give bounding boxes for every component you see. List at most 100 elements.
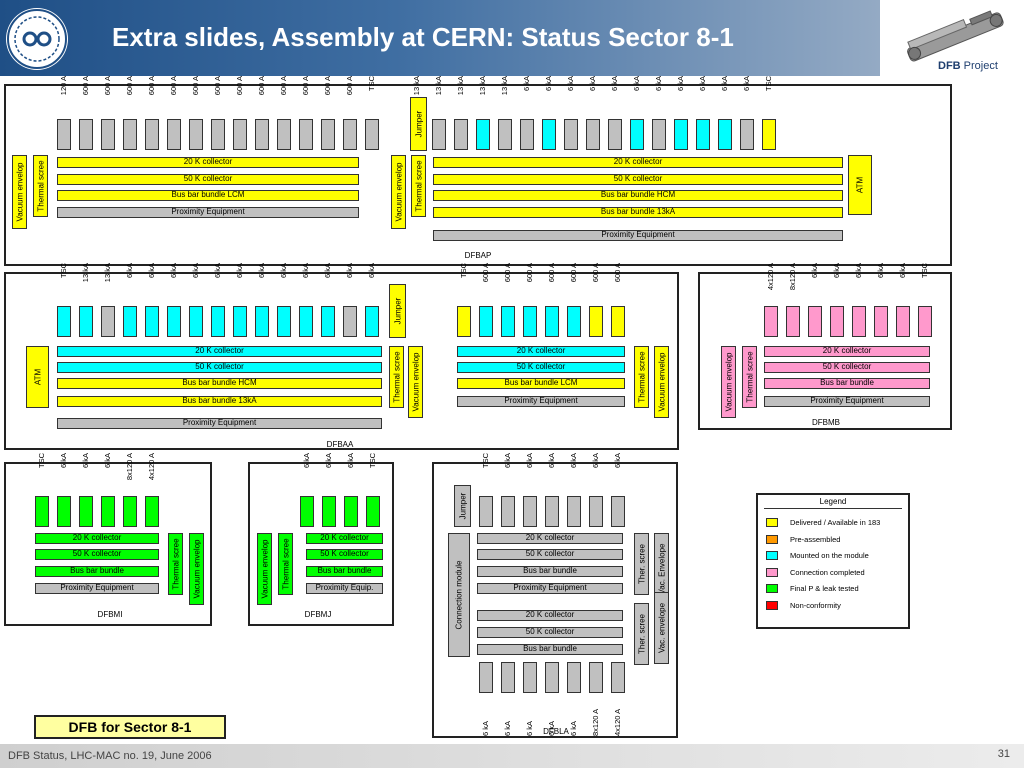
connector-box [762,119,776,150]
connector-box [145,306,159,337]
vertical-component: Thermal scree [278,533,293,595]
connector-label: 600 A [125,76,134,96]
connector-box [123,496,137,527]
connector-box [79,119,93,150]
connector-box [79,496,93,527]
vertical-component-label: Thermal scree [392,351,401,403]
legend-label: Pre-assembled [790,534,841,544]
connector-label: 6 kA [345,263,354,279]
connector-box [299,119,313,150]
connector-box [852,306,866,337]
connector-label: 8x120 A [591,708,600,736]
collector-bar: Bus bar bundle LCM [57,190,359,201]
vertical-component-label: ATM [855,176,865,194]
connector-label: 6 kA [544,76,553,92]
connector-box [432,119,446,150]
collector-bar: 50 K collector [477,549,623,560]
collector-bar: 20 K collector [477,533,623,544]
collector-bar: Proximity Equipment [764,396,930,407]
panel-name: DFBMI [97,610,123,619]
legend-swatch [766,518,778,527]
connector-label: 600 A [103,76,112,96]
vertical-component: Jumper [454,485,471,527]
connector-label: 6 kA [854,263,863,279]
vertical-component-label: Jumper [458,492,467,520]
panel-name: DFBAA [326,440,354,449]
connector-label: 6 kA [103,453,112,469]
vertical-component: Vacuum envelop [12,155,27,229]
connector-box [611,662,625,693]
collector-bar: Proximity Equipment [457,396,625,407]
connector-box [520,119,534,150]
connector-box [233,306,247,337]
vertical-component: Vac. envelope [654,592,669,664]
dfb-cryostat-image-icon [895,6,1015,66]
connector-box [321,306,335,337]
collector-bar: Proximity Equipment [57,418,382,429]
legend-swatch [766,600,778,610]
connector-label: 6 kA [569,453,578,469]
connector-box [299,306,313,337]
connector-label: 6 kA [832,263,841,279]
connector-box [764,306,778,337]
connector-label: 13 kA [456,76,465,96]
vertical-component-label: Vacuum envelop [260,539,269,599]
connector-box [586,119,600,150]
connector-box [630,119,644,150]
connector-label: 13 kA [81,263,90,283]
vertical-component: Ther. scree [634,603,649,665]
connector-label: 4x120 A [147,453,156,481]
vertical-component: Jumper [410,97,427,151]
collector-bar: 50 K collector [35,549,159,560]
connector-label: 6 kA [698,76,707,92]
connector-label: 6 kA [59,453,68,469]
connector-label: 600 A [503,263,512,283]
dfb-project-caption: DFB Project [938,60,998,72]
collector-bar: 20 K collector [57,346,382,357]
legend-label: Non-conformity [790,600,841,610]
connector-label: 13 kA [478,76,487,96]
connector-label: 6 kA [503,720,512,736]
connector-box [545,662,559,693]
collector-bar: 20 K collector [35,533,159,544]
connector-label: 13 kA [434,76,443,96]
slide-title: Extra slides, Assembly at CERN: Status S… [112,22,734,52]
collector-bar: Bus bar bundle [477,644,623,655]
connector-box [567,306,581,337]
connector-label: TSC [920,263,929,278]
vertical-component: Connection module [448,533,470,657]
connector-label: 6 kA [566,76,575,92]
connector-label: 6 kA [898,263,907,279]
vertical-component: ATM [848,155,872,215]
connector-label: 6 kA [632,76,641,92]
connector-box [523,306,537,337]
vertical-component: Thermal scree [634,346,649,408]
connector-box [277,119,291,150]
connector-box [501,662,515,693]
legend-label: Final P & leak tested [790,584,859,593]
connector-box [476,119,490,150]
connector-label: 6 kA [191,263,200,279]
page-number: 31 [997,748,1010,760]
vertical-component-label: Vac. Envelope [657,543,666,595]
vertical-component: Vacuum envelop [391,155,406,229]
vertical-component-label: Thermal scree [36,160,45,212]
connector-box [189,119,203,150]
connector-box [523,496,537,527]
connector-box [145,496,159,527]
connector-box [652,119,666,150]
connector-box [454,119,468,150]
panel-name: DFBLA [543,727,569,736]
connector-box [589,306,603,337]
connector-box [123,119,137,150]
vertical-component-label: Vacuum envelop [657,352,666,412]
project-label: Project [963,60,998,72]
connector-label: TSC [459,263,468,278]
connector-box [344,496,358,527]
legend-label: Delivered / Available in 183 [790,518,881,527]
connector-label: 6 kA [257,263,266,279]
legend-swatch [766,551,778,560]
connector-box [366,496,380,527]
connector-label: 6 kA [876,263,885,279]
